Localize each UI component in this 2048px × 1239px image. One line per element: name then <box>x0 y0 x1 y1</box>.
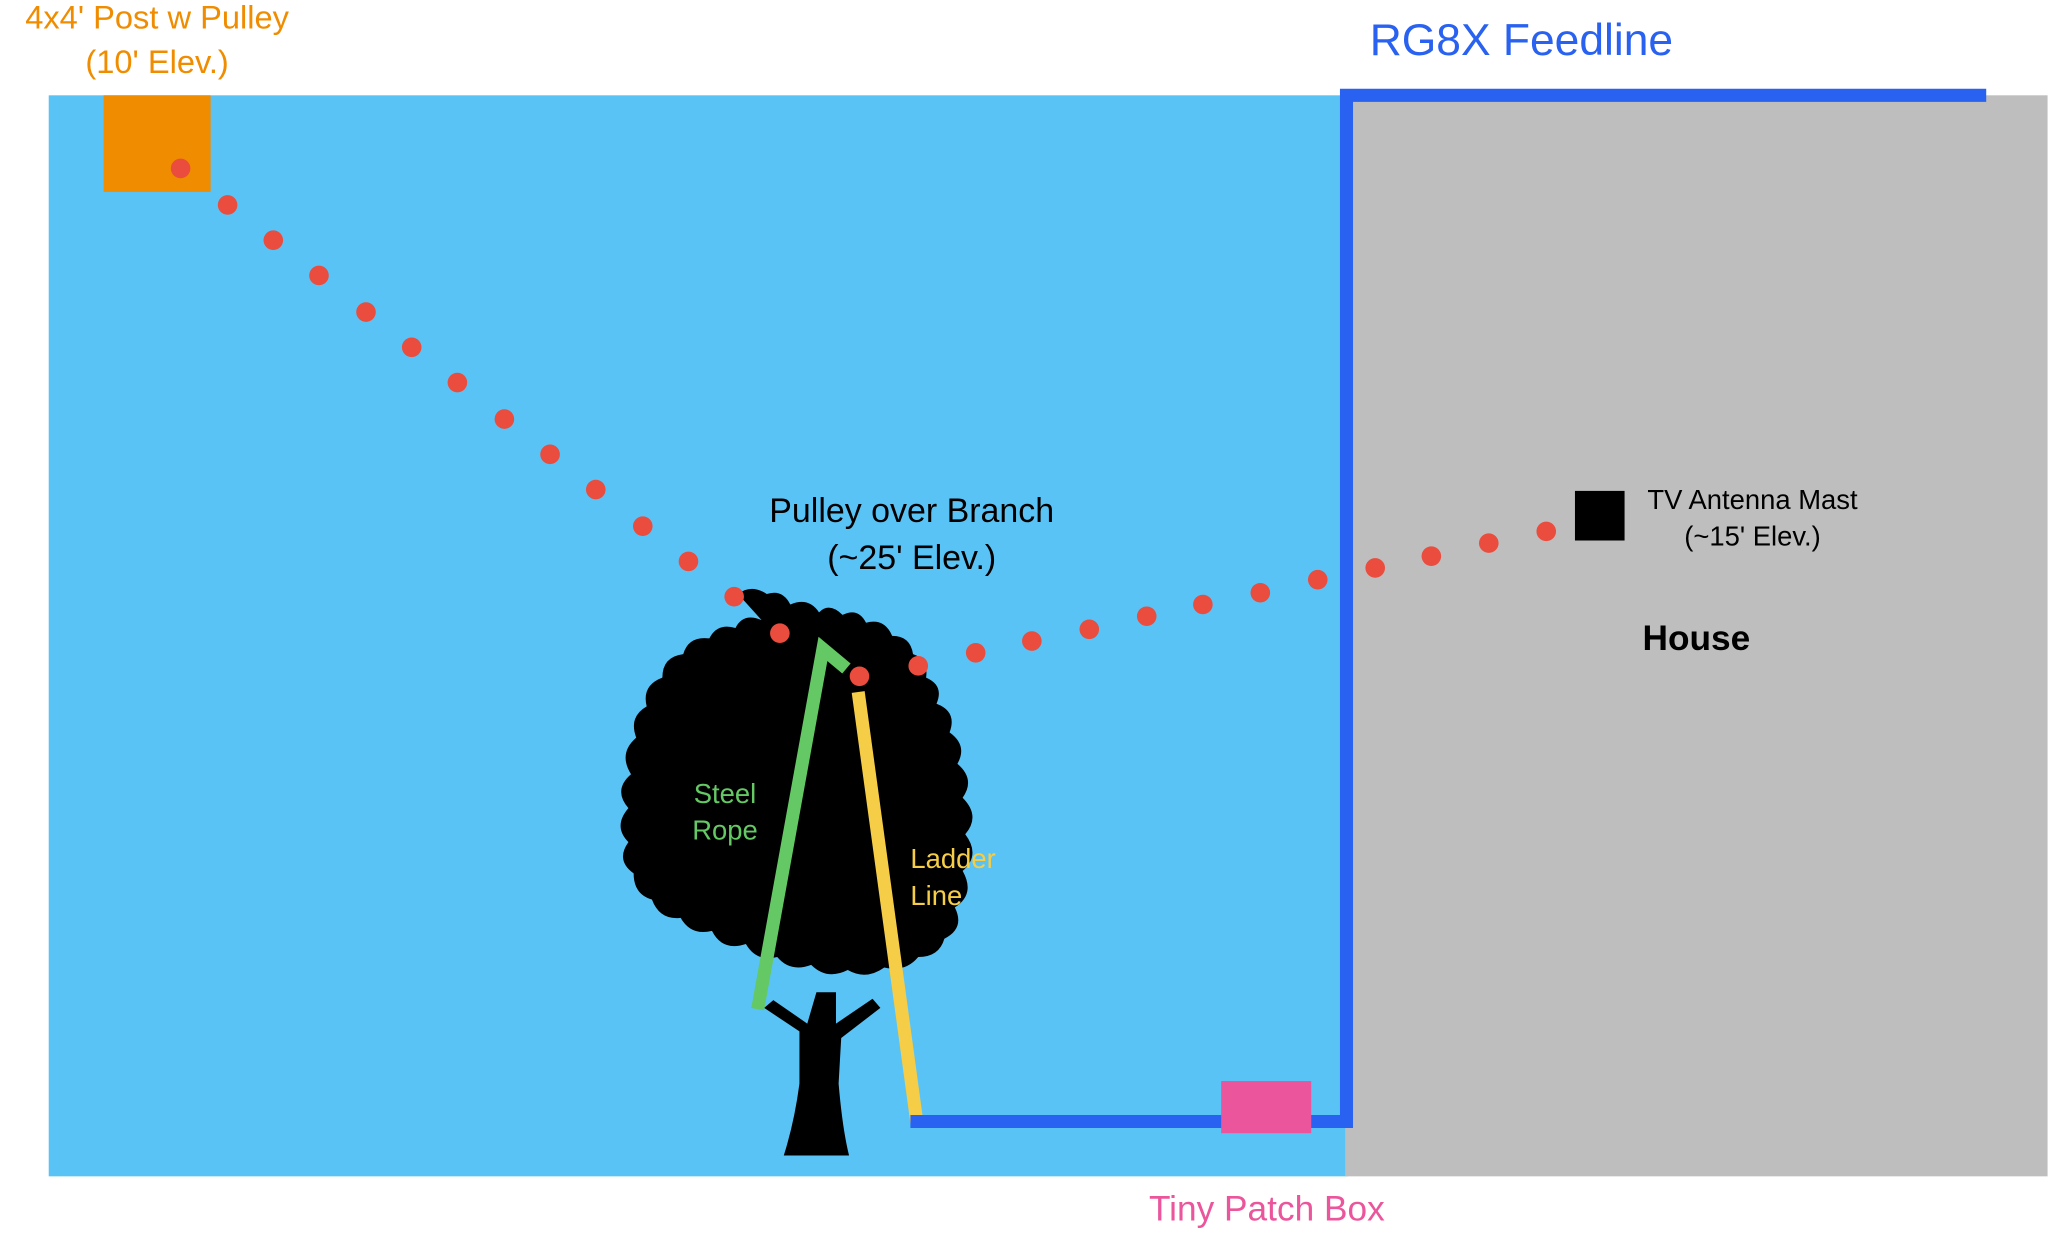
wire-dot <box>356 302 376 322</box>
mast-marker <box>1574 490 1625 541</box>
wire-dot <box>217 195 238 215</box>
steel-rope-line <box>751 636 851 1011</box>
wire-dot <box>494 409 515 429</box>
wire-dot <box>401 337 422 358</box>
wire-dot <box>1193 594 1213 615</box>
house-area <box>1345 95 2048 1177</box>
pulley-elevation: (~25' Elev.) <box>827 539 996 577</box>
wire-dot <box>1250 582 1271 603</box>
wire-dot <box>632 516 653 536</box>
wire-dot <box>1307 569 1328 590</box>
wire-dot <box>770 623 790 644</box>
wire-dot <box>309 265 329 286</box>
wire-dot <box>447 372 468 393</box>
post-marker <box>103 95 211 192</box>
steel-rope-label: Steel <box>694 778 756 809</box>
antenna-wire <box>170 158 1557 687</box>
mast-elevation: (~15' Elev.) <box>1684 521 1820 552</box>
pulley-label: Pulley over Branch <box>769 492 1054 530</box>
wire-dot <box>1536 521 1557 542</box>
mast-label: TV Antenna Mast <box>1647 484 1858 515</box>
post-elevation: (10' Elev.) <box>85 43 228 80</box>
house-label: House <box>1643 619 1751 658</box>
wire-dot <box>1136 606 1157 627</box>
wire-dot <box>585 479 606 500</box>
wire-dot <box>965 643 986 663</box>
wire-dot <box>724 586 744 607</box>
yard-area <box>48 95 1348 1177</box>
wire-dot <box>849 666 870 687</box>
ladder-line-label: Ladder <box>910 843 995 874</box>
post-label: 4x4' Post w Pulley <box>25 0 289 36</box>
wire-dot <box>1478 533 1499 553</box>
wire-dot <box>1421 546 1442 566</box>
wire-dot <box>540 444 560 465</box>
wire-dot <box>678 551 699 572</box>
feedline-label: RG8X Feedline <box>1370 16 1673 65</box>
rg8x-feedline[interactable] <box>910 88 1987 1129</box>
ladder-line <box>851 691 924 1124</box>
patch-box <box>1221 1081 1312 1134</box>
wire-dot <box>170 158 191 179</box>
steel-rope-label-2: Rope <box>692 814 758 845</box>
wire-dot <box>263 230 284 251</box>
wire-dot <box>1079 619 1100 640</box>
wire-dot <box>908 656 929 676</box>
wire-dot <box>1022 631 1042 651</box>
patch-box-label: Tiny Patch Box <box>1149 1190 1385 1229</box>
wire-dot <box>1365 558 1385 578</box>
ladder-line-label-2: Line <box>910 880 962 911</box>
